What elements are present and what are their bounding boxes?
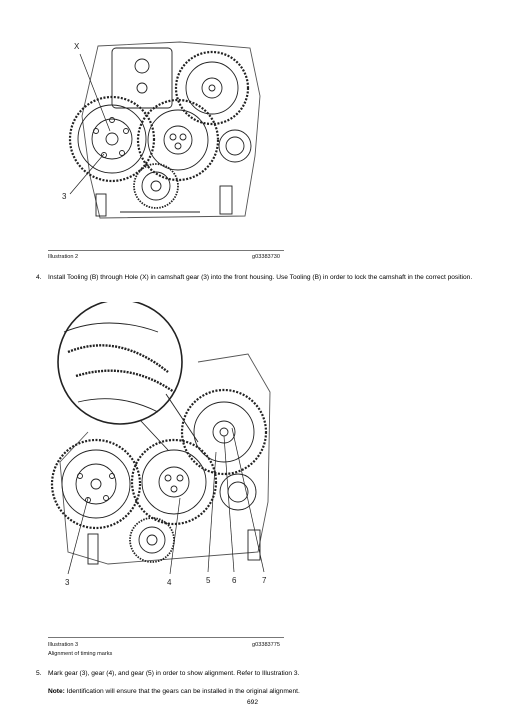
step-4-number: 4. (36, 274, 42, 281)
callout-3: 3 (65, 578, 70, 587)
callout-4: 4 (167, 578, 172, 587)
illustration-3-code: g03383775 (252, 642, 280, 648)
illustration-3-caption: Illustration 3 (48, 642, 79, 648)
illustration-2-drawing (68, 41, 261, 219)
step-5-text: Mark gear (3), gear (4), and gear (5) in… (48, 670, 300, 677)
callout-5: 5 (206, 576, 211, 585)
note-text: Identification will ensure that the gear… (64, 688, 300, 695)
step-4-text: Install Tooling (B) through Hole (X) in … (48, 274, 473, 281)
step-5-number: 5. (36, 670, 42, 677)
note: Note: Identification will ensure that th… (48, 687, 480, 696)
page-number: 692 (247, 699, 259, 706)
illustration-3-drawing (50, 302, 271, 575)
illustration-3-subcaption: Alignment of timing marks (48, 651, 113, 657)
illustration-2-code: g03383730 (252, 254, 280, 260)
callout-x: X (74, 42, 80, 51)
callout-6: 6 (232, 576, 237, 585)
caption-rule-1 (48, 250, 284, 251)
note-label: Note: (48, 688, 65, 695)
illustration-2-caption: Illustration 2 (48, 254, 79, 260)
callout-3: 3 (62, 192, 67, 201)
caption-rule-2 (48, 637, 284, 638)
callout-7: 7 (262, 576, 267, 585)
